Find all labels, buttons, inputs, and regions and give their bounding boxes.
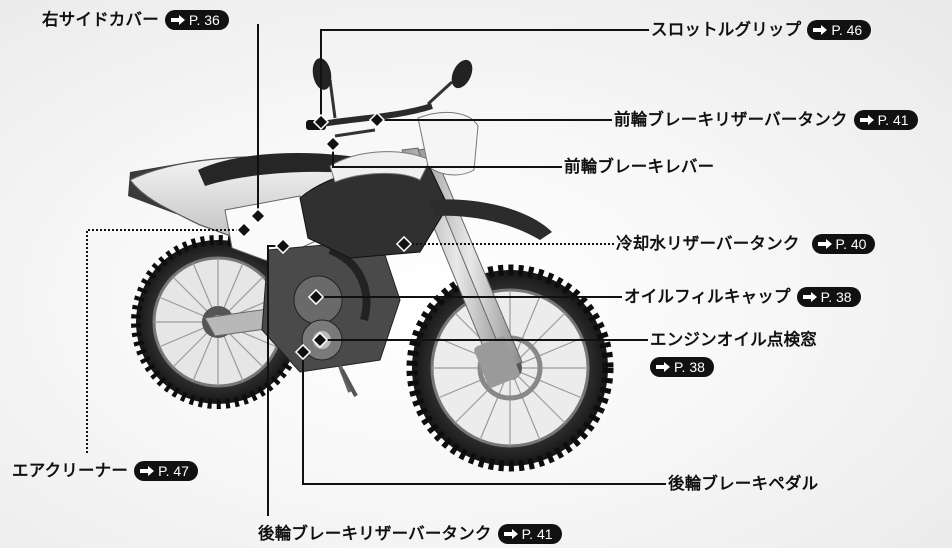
- dot-oil-filler-cap: [307, 288, 325, 306]
- right-arrow-icon: [802, 292, 817, 302]
- right-arrow-icon: [817, 239, 832, 249]
- pointer-dots: [235, 111, 413, 361]
- label-rear-brake-pedal: 後輪ブレーキペダル: [668, 474, 818, 494]
- page-ref-link[interactable]: P. 41: [497, 524, 562, 544]
- label-text: 冷却水リザーバータンク: [616, 234, 800, 253]
- page-ref: P. 38: [820, 289, 852, 305]
- label-oil-inspection-window: エンジンオイル点検窓: [650, 330, 817, 350]
- right-arrow-icon: [656, 362, 670, 372]
- page-ref: P. 36: [188, 12, 220, 28]
- label-front-brake-lever: 前輪ブレーキレバー: [564, 157, 714, 177]
- page-ref-link[interactable]: P. 38: [650, 357, 714, 377]
- right-arrow-icon: [859, 115, 874, 125]
- dot-rear-brake-reservoir: [274, 237, 292, 255]
- label-oil-filler-cap: オイルフィルキャップ P. 38: [624, 287, 861, 307]
- label-text: 後輪ブレーキペダル: [668, 474, 819, 493]
- page-ref: P. 46: [831, 22, 863, 38]
- label-text: エアクリーナー: [12, 461, 129, 480]
- front-fender: [430, 199, 552, 240]
- page-ref: P. 40: [835, 236, 867, 252]
- kickstand: [340, 369, 358, 397]
- label-text: 後輪ブレーキリザーバータンク: [258, 524, 492, 543]
- dot-air-cleaner: [235, 221, 253, 239]
- label-text: オイルフィルキャップ: [624, 287, 791, 306]
- page-ref: P. 41: [877, 112, 909, 128]
- right-arrow-icon: [170, 15, 185, 25]
- page-ref: P. 41: [521, 526, 553, 542]
- page-ref-link[interactable]: P. 36: [164, 10, 229, 30]
- page-ref-link[interactable]: P. 40: [811, 234, 876, 254]
- dot-rear-brake-pedal: [294, 343, 312, 361]
- dot-oil-inspection-window: [311, 331, 329, 349]
- right-arrow-icon: [503, 529, 518, 539]
- dot-front-brake-reservoir: [368, 111, 386, 129]
- headlight-cowl: [417, 112, 479, 176]
- label-throttle-grip: スロットルグリップ P. 46: [651, 20, 872, 40]
- leader-rear-brake-pedal: [302, 352, 666, 485]
- label-text: 右サイドカバー: [42, 10, 159, 29]
- page-ref: P. 38: [674, 359, 705, 375]
- label-rear-brake-reservoir: 後輪ブレーキリザーバータンク P. 41: [258, 524, 562, 544]
- dot-coolant-reservoir: [395, 235, 413, 253]
- dot-front-brake-lever: [324, 135, 342, 153]
- label-air-cleaner: エアクリーナー P. 47: [12, 461, 198, 481]
- right-arrow-icon: [140, 466, 155, 476]
- label-text: 前輪ブレーキリザーバータンク: [614, 110, 848, 129]
- label-text: エンジンオイル点検窓: [650, 330, 817, 349]
- dot-throttle-grip: [312, 113, 330, 131]
- page-ref-link[interactable]: P. 38: [796, 287, 861, 307]
- label-text: 前輪ブレーキレバー: [564, 157, 715, 176]
- page-ref-link[interactable]: P. 46: [807, 20, 872, 40]
- page-ref-link[interactable]: P. 47: [134, 461, 198, 481]
- label-right-side-cover: 右サイドカバー P. 36: [42, 10, 229, 30]
- label-front-brake-reservoir: 前輪ブレーキリザーバータンク P. 41: [614, 110, 918, 130]
- page-ref: P. 47: [158, 463, 189, 479]
- right-arrow-icon: [813, 25, 828, 35]
- page-ref-link[interactable]: P. 41: [853, 110, 918, 130]
- label-text: スロットルグリップ: [651, 20, 802, 39]
- label-coolant-reservoir: 冷却水リザーバータンク P. 40: [616, 234, 876, 254]
- leader-throttle-grip: [320, 29, 649, 122]
- motorcycle-illustration: [128, 58, 614, 472]
- dot-right-side-cover: [249, 207, 267, 225]
